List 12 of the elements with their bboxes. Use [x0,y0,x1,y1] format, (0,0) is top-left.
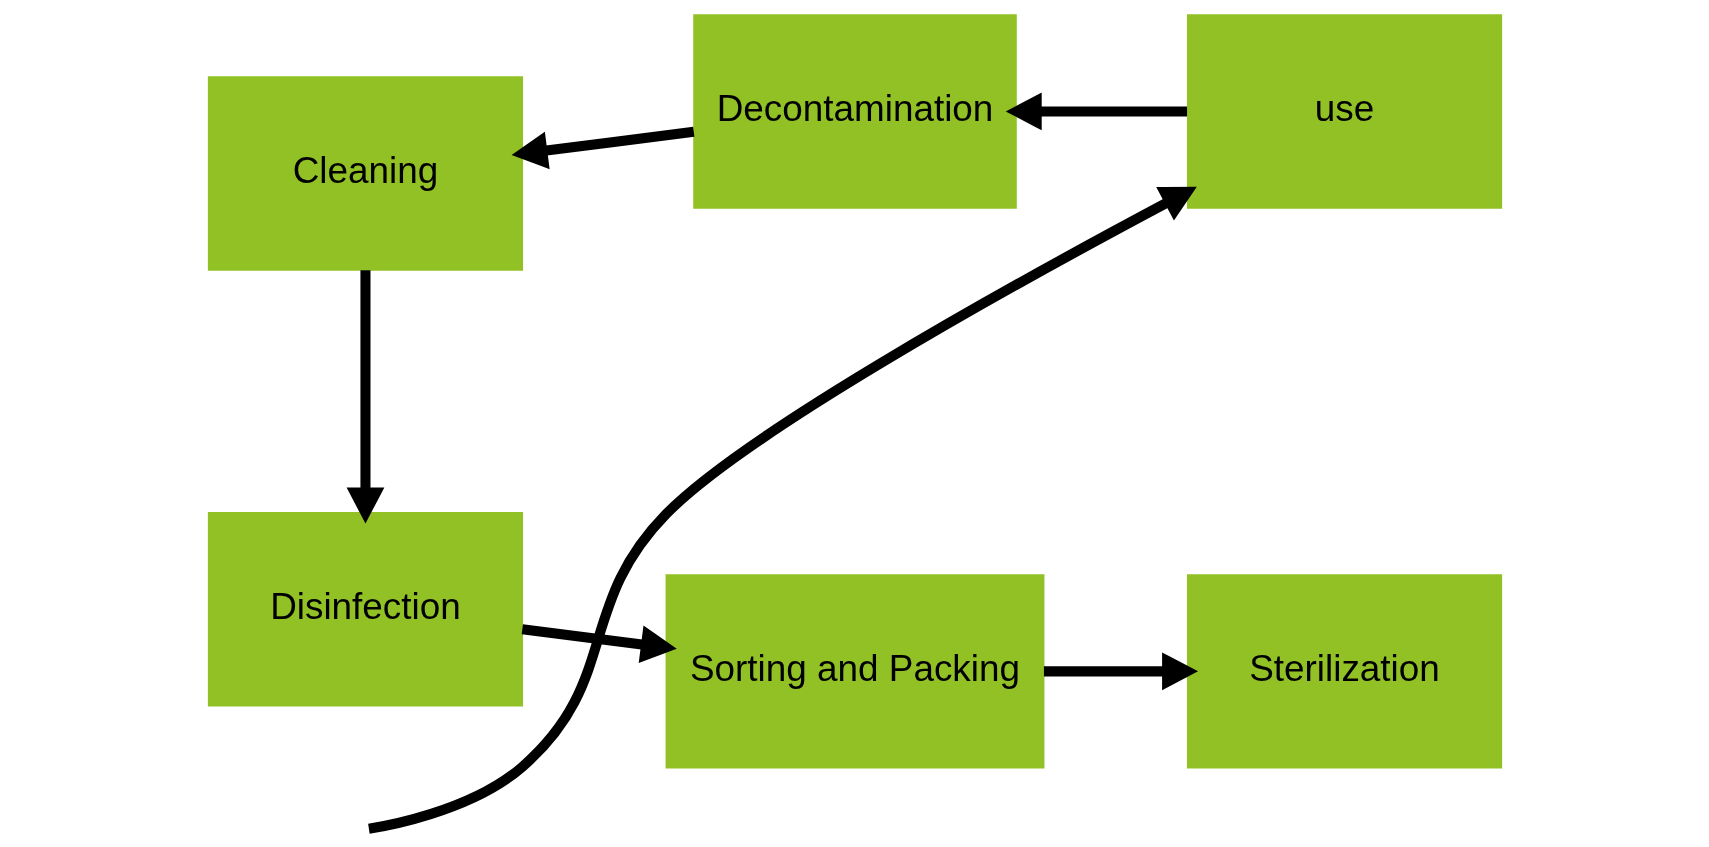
arrow [511,126,694,170]
node-box: Decontamination [692,14,1017,209]
node-box: Disinfection [207,512,523,707]
node-box: Sterilization [1186,574,1502,769]
arrow [367,186,1197,834]
node-box: Sorting and Packing [665,574,1044,769]
arrow [521,624,677,664]
arrow [346,270,384,524]
arrow [1005,92,1187,131]
node-box: use [1186,14,1502,209]
arrow [1043,652,1198,691]
node-box: Cleaning [207,76,523,271]
